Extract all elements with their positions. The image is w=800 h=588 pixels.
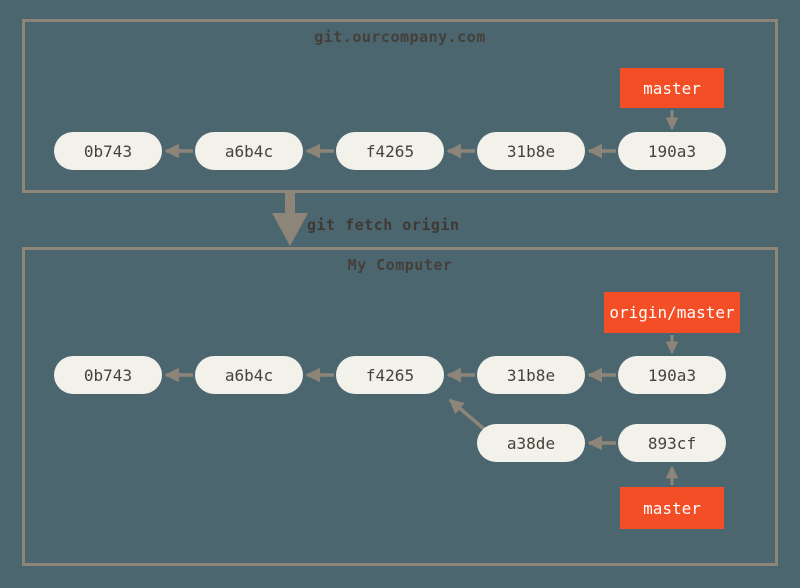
remote-commit-node: 31b8e bbox=[477, 132, 585, 170]
local-repo-box: My Computer bbox=[22, 247, 778, 566]
remote-commit-node: f4265 bbox=[336, 132, 444, 170]
local-branch-commit-node: 893cf bbox=[618, 424, 726, 462]
remote-master-label: master bbox=[620, 68, 724, 108]
local-commit-node: 0b743 bbox=[54, 356, 162, 394]
remote-repo-box: git.ourcompany.com bbox=[22, 19, 778, 193]
remote-commit-node: 0b743 bbox=[54, 132, 162, 170]
local-branch-commit-node: a38de bbox=[477, 424, 585, 462]
local-commit-node: a6b4c bbox=[195, 356, 303, 394]
origin-master-label: origin/master bbox=[604, 292, 740, 333]
remote-commit-node: 190a3 bbox=[618, 132, 726, 170]
local-master-label: master bbox=[620, 487, 724, 529]
fetch-command-label: git fetch origin bbox=[307, 216, 460, 234]
remote-repo-title: git.ourcompany.com bbox=[314, 28, 486, 46]
local-repo-title: My Computer bbox=[347, 256, 453, 274]
local-commit-node: 31b8e bbox=[477, 356, 585, 394]
remote-commit-node: a6b4c bbox=[195, 132, 303, 170]
fetch-arrow bbox=[272, 193, 308, 246]
local-commit-node: f4265 bbox=[336, 356, 444, 394]
local-commit-node: 190a3 bbox=[618, 356, 726, 394]
